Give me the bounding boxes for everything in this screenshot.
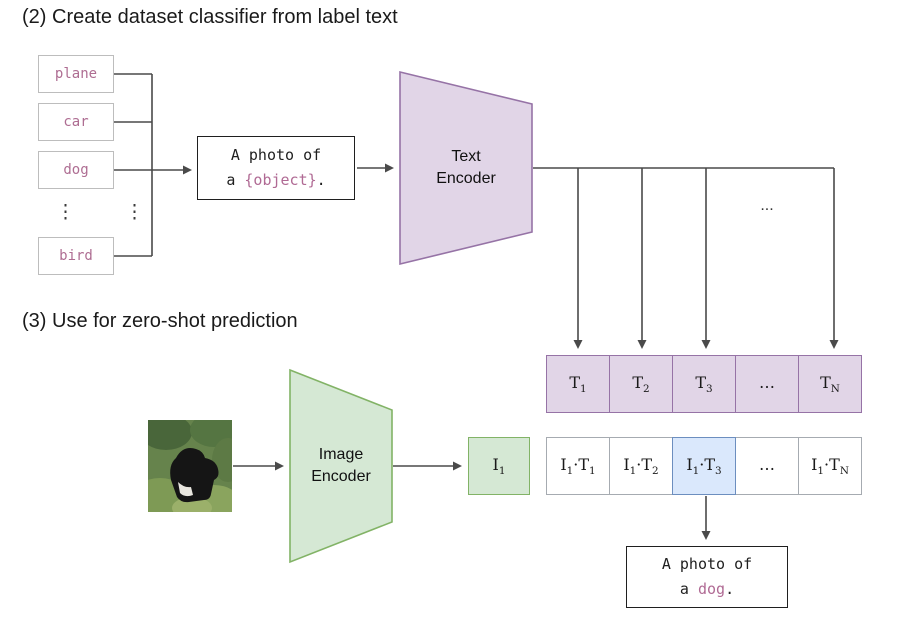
text-embedding-t3: T3 [672,355,736,413]
label-dog-text: dog [63,162,89,178]
similarity-ellipsis: … [735,437,799,495]
image-encoder-label: Image Encoder [311,446,371,485]
output-line2: a dog. [679,580,735,598]
section2-title: (2) Create dataset classifier from label… [22,6,398,28]
label-box-bird: bird [38,237,114,275]
text-embeddings-row: T1 T2 T3 … TN [546,355,862,413]
label-box-car: car [38,103,114,141]
prompt-line2: a {object}. [226,171,326,189]
labels-vertical-ellipsis: ⋮ [56,202,75,223]
similarity-i1t3-highlighted: I1·T3 [672,437,736,495]
output-line1: A photo of [661,555,753,573]
section3-title: (3) Use for zero-shot prediction [22,310,298,332]
label-bird-text: bird [59,248,93,264]
text-embedding-tn: TN [798,355,862,413]
text-embedding-arrows [533,167,839,349]
text-embedding-ellipsis: … [735,355,799,413]
embedding-ellipsis: ... [760,197,774,214]
output-predicted-class: dog [697,580,726,598]
prompt-line1: A photo of [230,146,322,164]
prediction-output-box: A photo of a dog. [626,546,788,608]
bracket-vertical-ellipsis: ⋮ [125,202,144,223]
text-encoder-label: Text Encoder [436,148,496,187]
text-embedding-t2: T2 [609,355,673,413]
label-box-plane: plane [38,55,114,93]
similarity-i1t1: I1·T1 [546,437,610,495]
label-car-text: car [63,114,89,130]
prompt-template-box: A photo of a {object}. [197,136,355,200]
input-dog-photo [132,413,244,519]
similarity-i1t2: I1·T2 [609,437,673,495]
label-bracket-lines [114,73,192,257]
label-box-dog: dog [38,151,114,189]
text-embedding-t1: T1 [546,355,610,413]
similarity-i1tn: I1·TN [798,437,862,495]
label-plane-text: plane [54,66,98,82]
similarity-row: I1·T1 I1·T2 I1·T3 … I1·TN [546,437,862,495]
prompt-object-token: {object} [244,171,317,189]
image-embedding-i1: I1 [468,437,530,495]
dog-photo-art [132,413,244,519]
